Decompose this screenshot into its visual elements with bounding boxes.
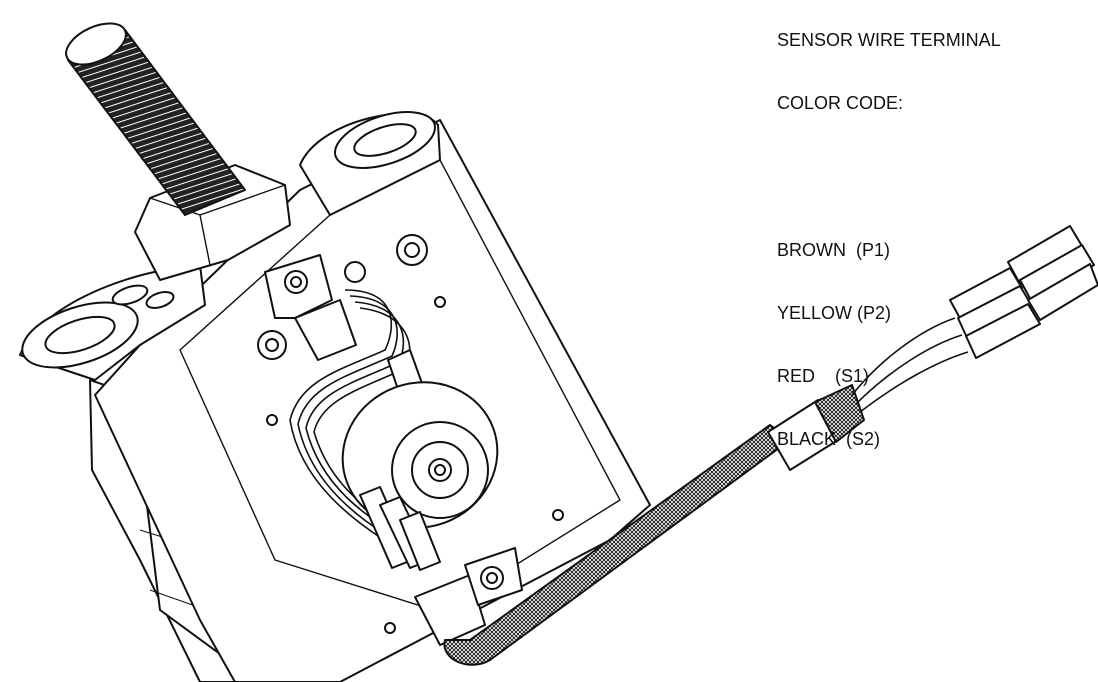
- legend-heading-line2: COLOR CODE:: [777, 93, 904, 113]
- internal-wires: [289, 289, 419, 551]
- wire-terminals: [949, 225, 1098, 359]
- upper-clamp: [264, 254, 366, 361]
- legend-heading-line1: SENSOR WIRE TERMINAL: [777, 30, 1001, 50]
- lead-wires: [851, 317, 969, 413]
- lower-clamp: [414, 547, 523, 646]
- legend-entry-black: BLACK (S2): [777, 429, 881, 449]
- flange-left: [19, 264, 206, 381]
- legend-entry-yellow: YELLOW (P2): [777, 303, 892, 323]
- legend-spacer: [777, 156, 1097, 198]
- legend-entry-red: RED (S1): [777, 366, 870, 386]
- lower-connectors: [359, 486, 441, 571]
- threaded-shaft: [65, 22, 246, 216]
- braided-cable: [443, 384, 865, 666]
- wire-color-legend: SENSOR WIRE TERMINAL COLOR CODE: BROWN (…: [777, 0, 1097, 471]
- flange-right: [299, 111, 441, 216]
- plate-holes: [257, 234, 564, 634]
- legend-entry-brown: BROWN (P1): [777, 240, 891, 260]
